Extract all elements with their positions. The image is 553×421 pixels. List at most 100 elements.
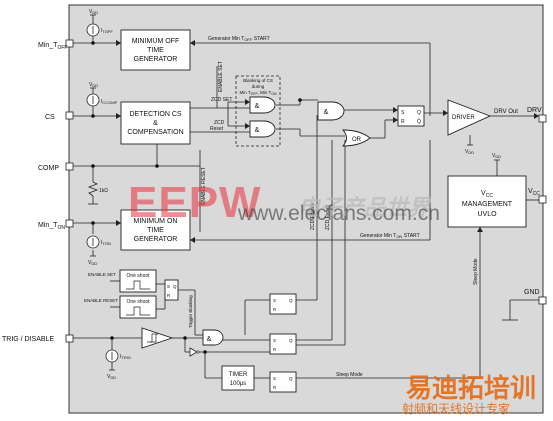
svg-text:R: R [273,307,277,312]
driver-buffer: DRIVER VDD [447,99,492,155]
svg-text:&: & [255,103,260,110]
svg-text:1kΩ: 1kΩ [99,188,108,194]
svg-text:Q: Q [289,376,293,381]
block-detection-cs-compensation: DETECTION CS & COMPENSATION [120,101,191,145]
vdd-vcc-rail: VDD [492,153,501,161]
svg-text:ITOFF: ITOFF [101,28,113,34]
svg-text:S: S [167,284,170,289]
sr-flipflop-zcd-reset: S R Q [269,333,297,355]
and-gate-trigger: & [202,329,224,346]
svg-text:CS: CS [45,114,55,121]
svg-text:S: S [273,376,276,381]
enable-reset-vertical-label: ENABLE RESET [201,167,207,205]
svg-text:S: S [401,110,405,116]
svg-text:DETECTION CS: DETECTION CS [129,111,181,118]
svg-text:ITRIG: ITRIG [120,354,131,360]
svg-text:GENERATOR: GENERATOR [134,236,178,243]
svg-text:One shoot: One shoot [126,299,150,305]
svg-text:Q: Q [289,338,293,343]
svg-text:VDD: VDD [107,374,116,380]
watermark-elecfans: www.elecfans.com.cn [238,202,440,225]
block-vcc-management-uvlo: VCC MANAGEMENT UVLO [447,175,527,228]
and-gate-set: & [249,96,276,114]
svg-text:MINIMUM OFF: MINIMUM OFF [132,38,179,45]
current-source-ton: VDD ITON [86,235,111,266]
svg-text:VCC: VCC [481,190,493,199]
current-source-toff: VDD ITOFF [86,9,113,37]
pin-min-toff: Min_TOFF [38,39,74,51]
pin-min-ton: Min_TON [38,219,74,231]
svg-text:S: S [273,298,276,303]
and-gate-output: & [317,101,345,121]
one-shot-enable-set: One shoot [119,269,157,293]
svg-text:R: R [273,347,277,352]
watermark-yidituo: 易迪拓培训 [406,373,537,403]
svg-text:100µs: 100µs [230,381,246,387]
zcd-reset-label-1: ZCD [214,120,225,126]
svg-text:Min TOFF, Min TON: Min TOFF, Min TON [239,90,277,96]
svg-text:COMP: COMP [38,165,59,172]
zcd-reset-label-2: Reset [210,126,224,132]
svg-text:&: & [324,109,329,116]
svg-text:VDD: VDD [89,9,98,15]
watermark-yidituo-sub: 射频和天线设计专家 [402,402,511,416]
schmitt-trigger [141,327,174,349]
resistor-comp: 1kΩ [87,181,108,197]
pin-comp: COMP [38,162,74,172]
svg-text:UVLO: UVLO [477,211,497,218]
current-source-comp: VDD ICCOMP [86,82,118,107]
svg-text:ICCOMP: ICCOMP [101,99,118,105]
and-gate-reset: & [249,120,276,138]
or-gate: OR [342,129,371,147]
svg-text:One shoot: One shoot [126,273,150,279]
oneshot-ff-q: Q [173,284,177,289]
enable-reset-label: ENABLE RESET [84,298,118,303]
svg-text:Q: Q [417,110,421,116]
svg-text:DRV: DRV [527,107,542,114]
svg-text:Min_TON: Min_TON [38,222,65,231]
one-shot-inputs [110,280,120,308]
svg-text:TIMER: TIMER [229,372,248,378]
pin-trig-disable: TRIG / DISABLE [2,334,74,343]
svg-text:VDD: VDD [492,153,501,159]
gen-min-ton-start-label: Generator Min TON START [360,233,420,239]
svg-text:R: R [401,119,405,125]
svg-text:Q: Q [173,284,177,289]
enable-set-label: ENABLE SET [88,272,116,277]
svg-text:TIME: TIME [147,227,164,234]
blanking-region: Blanking of CS during Min TOFF, Min TON [235,75,281,147]
svg-text:VDD: VDD [89,82,98,88]
svg-text:during: during [252,84,265,89]
sr-flipflop-main: S R Q Q̄ [397,105,425,127]
svg-text:&: & [255,127,260,134]
watermark-eepw: EEPW [128,178,262,227]
sr-flipflop-oneshot: S R [164,279,179,301]
svg-text:Q̄: Q̄ [417,118,421,125]
svg-text:MANAGEMENT: MANAGEMENT [462,201,513,208]
svg-text:R: R [273,385,277,390]
zcd-enable-label: ZCD Enable [310,203,316,230]
pin-cs: CS [45,111,74,121]
zcd-reset-vertical-label: ZCD Reset [325,205,331,230]
pin-vcc: VCC [528,188,547,204]
svg-text:GND: GND [524,289,540,296]
gen-min-toff-start-label: Generator Min TOFF START [208,36,270,42]
svg-text:OR: OR [352,137,362,143]
pin-gnd: GND [524,289,547,305]
svg-text:&: & [153,120,158,127]
sleep-mode-horizontal-label: Sleep Mode [336,372,363,378]
one-shot-enable-reset: One shoot [119,295,157,319]
svg-text:VCC: VCC [528,188,540,197]
svg-text:MINIMUM ON: MINIMUM ON [134,218,178,225]
svg-text:R: R [167,293,171,298]
svg-text:VDD: VDD [465,149,474,155]
sleep-mode-vertical-label: Sleep Mode [473,258,479,285]
pin-drv: DRV [527,107,547,123]
junctions [91,41,302,354]
drv-out-label: DRV Out [494,109,518,115]
svg-text:S: S [273,338,276,343]
svg-text:Min_TOFF: Min_TOFF [38,42,67,51]
block-min-off-time-generator: MINIMUM OFF TIME GENERATOR [120,29,191,71]
svg-text:DRIVER: DRIVER [452,115,475,121]
